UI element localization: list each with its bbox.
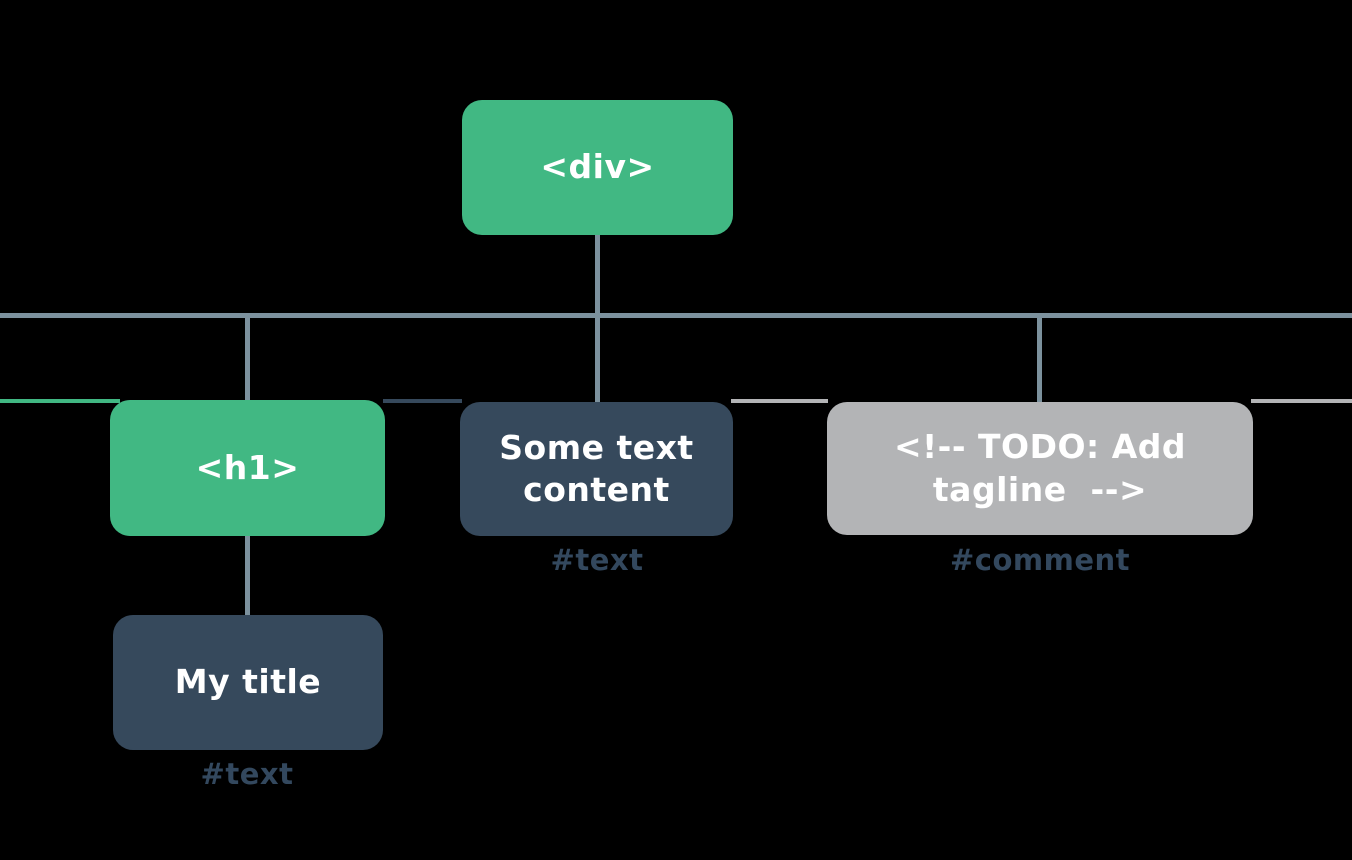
connector-drop-comment xyxy=(1037,315,1042,403)
connector-horizontal-rail xyxy=(0,313,1352,318)
annotation-comment-node: #comment xyxy=(949,543,1131,577)
node-div-element: <div> xyxy=(462,100,733,235)
connector-root-drop xyxy=(595,235,600,315)
ribbon-left-green xyxy=(0,399,120,403)
node-some-text-content: Some text content xyxy=(460,402,733,536)
connector-h1-to-title xyxy=(245,534,250,616)
ribbon-right-gray xyxy=(1251,399,1352,403)
annotation-title-text-node: #text xyxy=(200,757,294,791)
node-h1-element: <h1> xyxy=(110,400,385,536)
node-my-title: My title xyxy=(113,615,383,750)
ribbon-mid-gray xyxy=(731,399,828,403)
connector-drop-text xyxy=(595,315,600,403)
node-comment-todo: <!-- TODO: Add tagline --> xyxy=(827,402,1253,535)
annotation-text-node: #text xyxy=(550,543,644,577)
ribbon-mid-navy xyxy=(383,399,462,403)
connector-drop-h1 xyxy=(245,315,250,403)
